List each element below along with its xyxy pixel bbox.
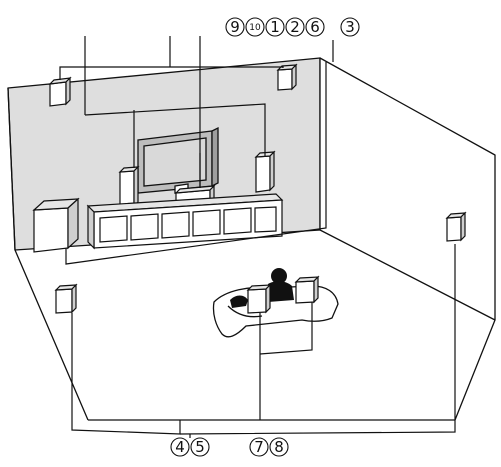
subwoofer [32, 197, 80, 253]
svg-text:9: 9 [230, 18, 240, 36]
svg-text:5: 5 [195, 438, 205, 456]
svg-text:6: 6 [310, 18, 320, 36]
svg-text:3: 3 [345, 18, 355, 36]
callout-6: 6 [305, 17, 325, 37]
television [137, 126, 219, 194]
svg-text:2: 2 [290, 18, 300, 36]
leader-lines [59, 36, 456, 435]
callout-1: 1 [265, 17, 285, 37]
surround-back-right-speaker [294, 275, 320, 304]
svg-text:1: 1 [270, 18, 280, 36]
front-left-speaker [118, 165, 140, 209]
room [7, 57, 496, 421]
top-right-wall-speaker [276, 63, 298, 91]
surround-back-left-speaker [246, 283, 272, 314]
person-silhouette [230, 268, 294, 308]
callout-2: 2 [285, 17, 305, 37]
right-wall [319, 57, 496, 321]
tv-cabinet [86, 193, 284, 250]
svg-text:4: 4 [175, 438, 185, 456]
svg-text:7: 7 [254, 438, 264, 456]
svg-text:10: 10 [249, 23, 261, 33]
callouts-top: 9 10 1 2 6 3 [225, 17, 360, 37]
callout-5: 5 [190, 437, 210, 457]
top-left-wall-speaker [48, 76, 72, 107]
left-wall-edge [7, 87, 89, 421]
surround-right-speaker [445, 211, 467, 242]
svg-text:8: 8 [274, 438, 284, 456]
callout-10: 10 [245, 17, 265, 37]
callout-3: 3 [340, 17, 360, 37]
callout-7: 7 [249, 437, 269, 457]
floor-front-edge [88, 319, 496, 421]
callout-4: 4 [170, 437, 190, 457]
surround-left-speaker [54, 283, 78, 314]
callout-8: 8 [269, 437, 289, 457]
front-right-speaker [254, 150, 276, 193]
callouts-bottom: 4 5 7 8 [170, 437, 289, 457]
callout-9: 9 [225, 17, 245, 37]
